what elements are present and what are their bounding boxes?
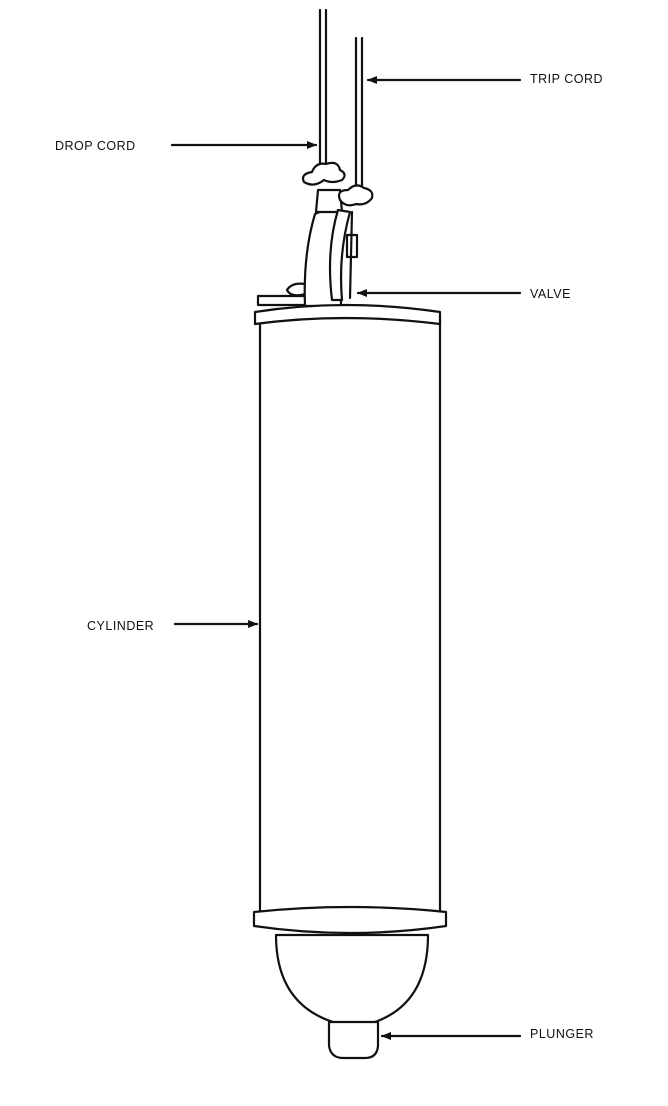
callout-drop-cord: DROP CORD	[55, 139, 318, 153]
drop-cord	[318, 8, 328, 172]
plunger	[327, 1020, 380, 1060]
valve	[256, 161, 374, 308]
callout-trip-cord: TRIP CORD	[366, 72, 603, 86]
valve-loop	[328, 208, 352, 302]
valve-label: VALVE	[530, 287, 571, 301]
drop-cord-label: DROP CORD	[55, 139, 136, 153]
drop-cord-knot	[301, 161, 346, 186]
bottom-cap	[252, 905, 448, 1060]
bottom-ring	[252, 905, 448, 935]
top-rim	[253, 303, 442, 326]
cylinder-label: CYLINDER	[87, 619, 154, 633]
callout-plunger: PLUNGER	[380, 1027, 594, 1041]
cylinder	[253, 303, 442, 914]
trip-cord	[354, 36, 364, 202]
cylinder-body	[258, 316, 442, 914]
trip-cord-knot	[337, 184, 374, 207]
callout-cylinder: CYLINDER	[87, 619, 259, 633]
callout-valve: VALVE	[356, 287, 571, 301]
trip-cord-label: TRIP CORD	[530, 72, 603, 86]
plunger-label: PLUNGER	[530, 1027, 594, 1041]
dome	[274, 933, 430, 1025]
valve-handle	[285, 282, 307, 297]
valve-base	[256, 294, 310, 307]
